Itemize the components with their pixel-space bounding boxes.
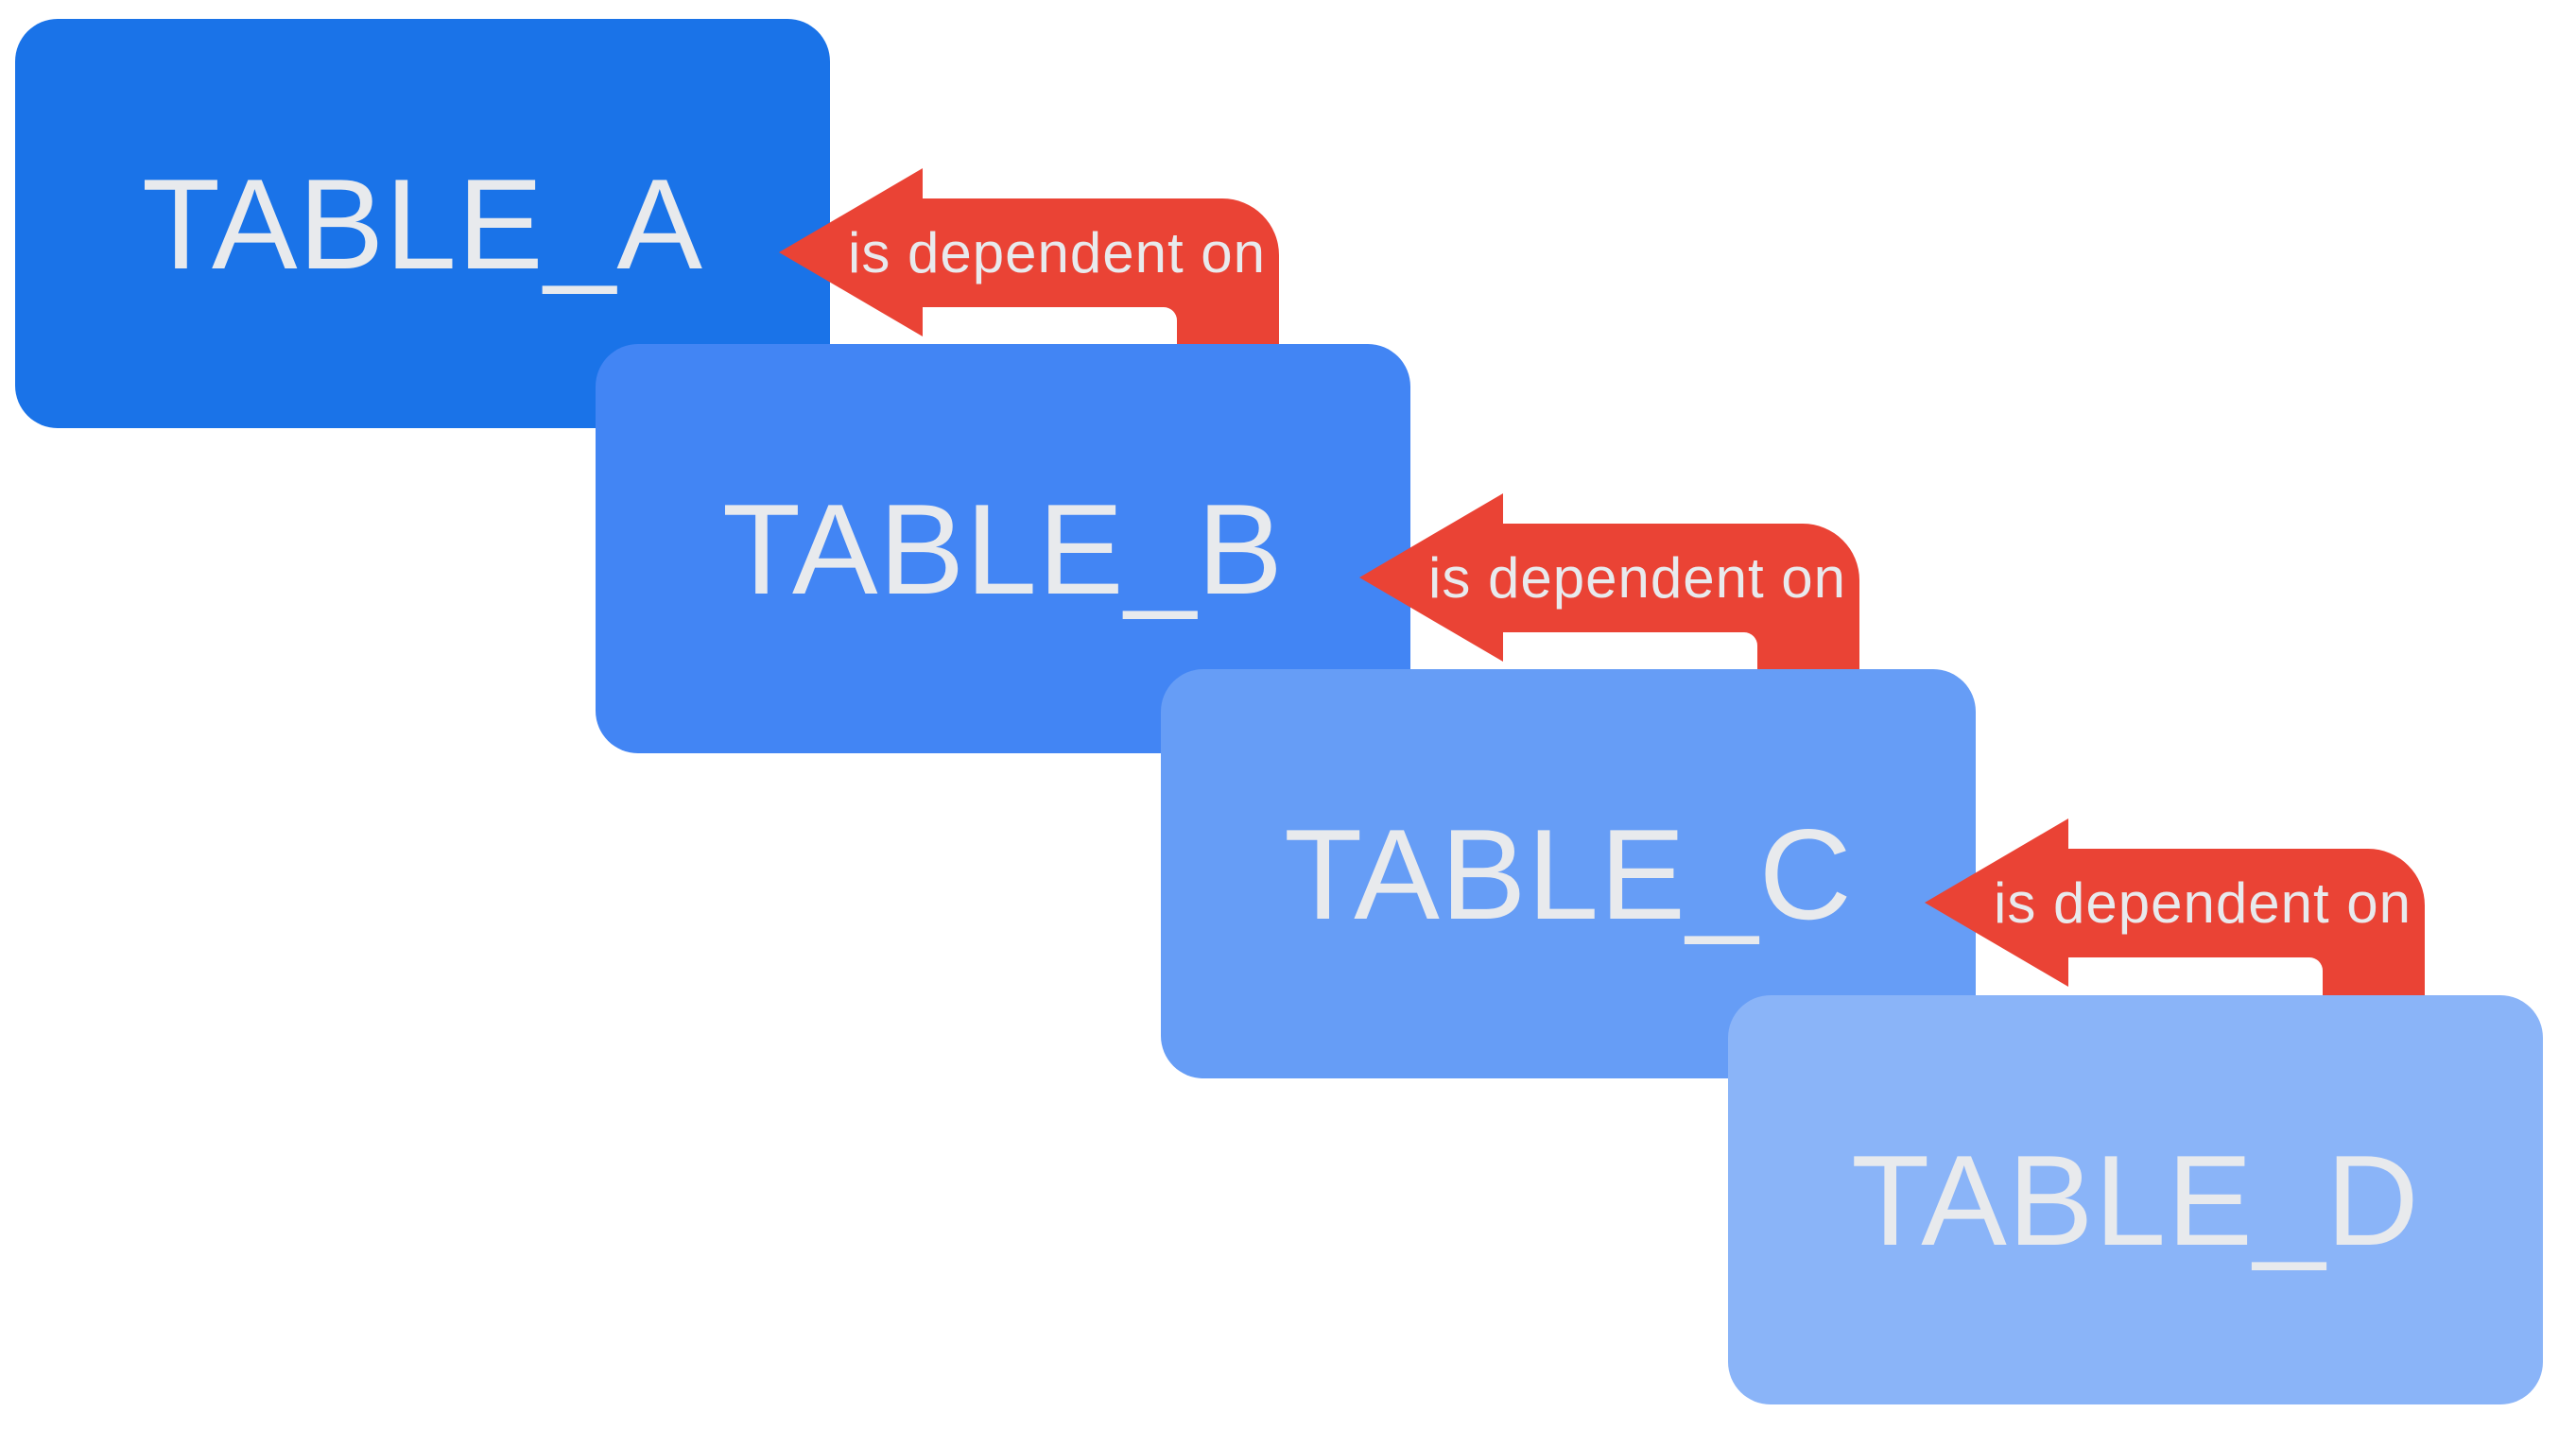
table-label: TABLE_C — [1284, 801, 1853, 946]
arrow-label: is dependent on — [848, 221, 1266, 284]
arrow-label: is dependent on — [1994, 871, 2412, 935]
table-label: TABLE_D — [1851, 1128, 2420, 1272]
dependency-arrow-icon: is dependent on — [1359, 493, 1859, 711]
table-label: TABLE_A — [141, 151, 704, 296]
left-arrow-elbow-shape — [1925, 818, 2425, 1036]
left-arrow-elbow-shape — [1359, 493, 1859, 711]
dependency-arrow-icon: is dependent on — [1925, 818, 2425, 1036]
table-label: TABLE_B — [721, 476, 1285, 621]
arrow-label: is dependent on — [1428, 546, 1846, 610]
dependency-arrow-icon: is dependent on — [779, 168, 1279, 386]
left-arrow-elbow-shape — [779, 168, 1279, 386]
table-node-a: TABLE_A — [15, 19, 830, 428]
table-node-d: TABLE_D — [1728, 995, 2543, 1404]
